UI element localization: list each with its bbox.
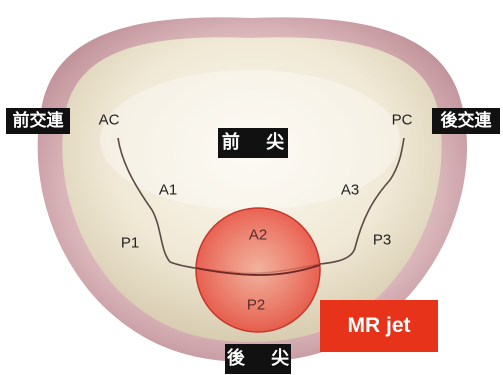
anterior-leaflet-label: 前 尖 xyxy=(218,128,288,158)
posterior-commissure-label: 後交連 xyxy=(432,108,500,134)
mr-jet-label: MR jet xyxy=(320,300,438,352)
segment-ac-label: AC xyxy=(99,113,120,128)
segment-a3-label: A3 xyxy=(341,183,359,198)
anterior-commissure-label: 前交連 xyxy=(6,108,70,134)
segment-p1-label: P1 xyxy=(121,236,139,251)
posterior-leaflet-label: 後 尖 xyxy=(225,344,291,374)
segment-p2-label: P2 xyxy=(247,298,265,313)
segment-a2-label: A2 xyxy=(249,228,267,243)
segment-a1-label: A1 xyxy=(159,183,177,198)
segment-p3-label: P3 xyxy=(373,233,391,248)
segment-pc-label: PC xyxy=(392,113,413,128)
